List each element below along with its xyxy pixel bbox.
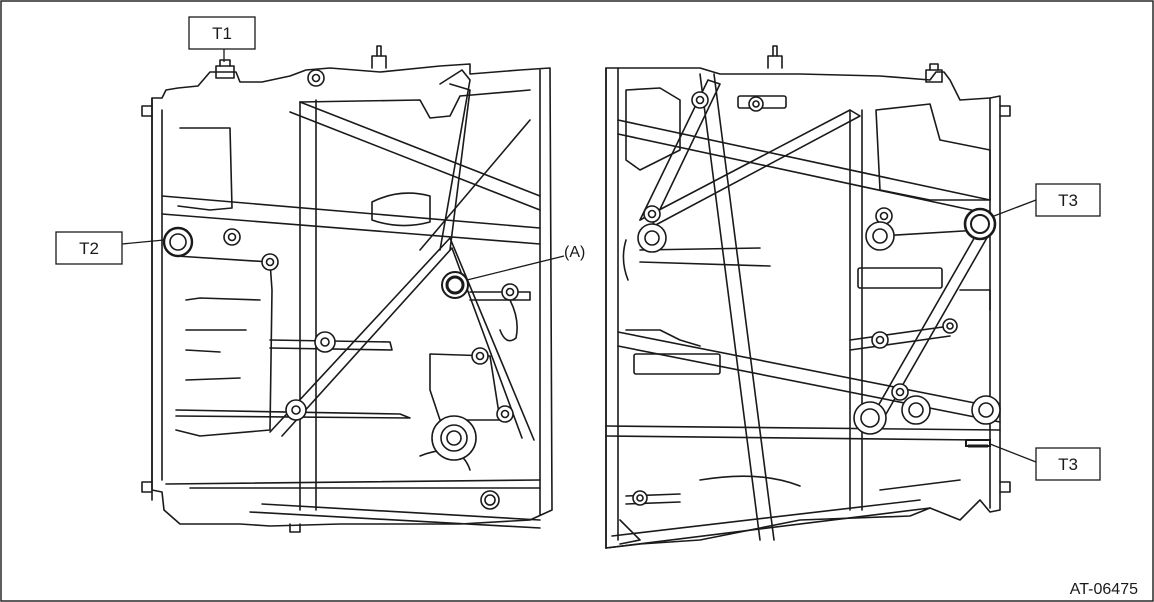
callout-t3-upper: T3 (993, 183, 1101, 217)
callout-a-label: (A) (564, 244, 585, 261)
callout-t1-label: T1 (212, 24, 232, 43)
left-case-bosses (162, 69, 519, 510)
callout-t1: T1 (188, 16, 256, 62)
figure-id: AT-06475 (1070, 581, 1138, 598)
right-case-bosses (632, 91, 1001, 506)
callout-t2-label: T2 (79, 239, 99, 258)
callout-t3-lower-label: T3 (1058, 455, 1078, 474)
drain-plug-marker (965, 439, 991, 448)
callout-t3-lower: T3 (989, 443, 1101, 481)
plug-a-marker (441, 271, 469, 299)
right-case-half (605, 45, 1011, 549)
left-case-half (141, 45, 553, 533)
callout-t3-upper-label: T3 (1058, 191, 1078, 210)
callout-a: (A) (466, 244, 585, 281)
callout-t2: T2 (55, 231, 165, 265)
